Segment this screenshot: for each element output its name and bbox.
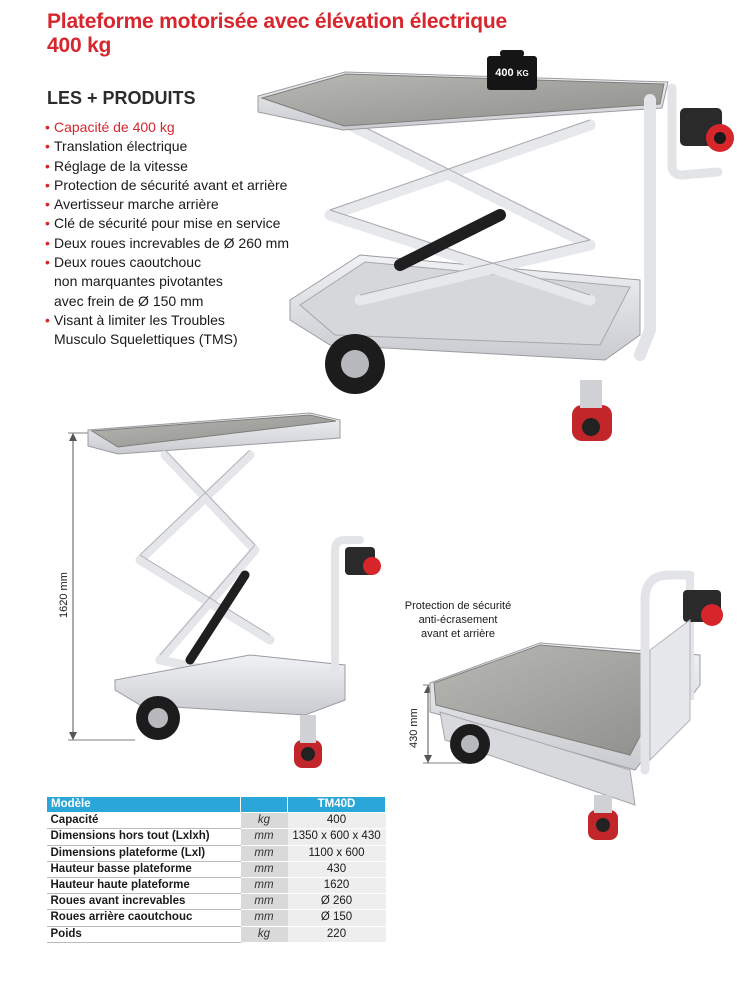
feature-item: •Translation électrique xyxy=(45,137,289,156)
row-unit: mm xyxy=(240,909,288,927)
height-low-label: 430 mm xyxy=(408,708,420,748)
weight-value: 400 xyxy=(495,67,514,79)
features-list: •Capacité de 400 kg•Translation électriq… xyxy=(45,118,289,350)
row-label: Roues avant increvables xyxy=(46,893,241,911)
row-value: 1350 x 600 x 430 xyxy=(287,828,386,846)
bullet-icon: • xyxy=(45,119,50,135)
row-unit: mm xyxy=(240,828,288,846)
feature-item: •Réglage de la vitesse xyxy=(45,157,289,176)
row-label: Hauteur haute plateforme xyxy=(46,877,241,895)
row-unit: mm xyxy=(240,861,288,879)
row-value: 400 xyxy=(287,812,386,830)
row-label: Capacité xyxy=(46,812,241,830)
annotation-line-3: avant et arrière xyxy=(421,628,495,640)
row-label: Dimensions plateforme (Lxl) xyxy=(46,845,241,862)
feature-item: •Avertisseur marche arrière xyxy=(45,195,289,214)
feature-text: non marquantes pivotantes xyxy=(54,273,223,290)
row-label: Roues arrière caoutchouc xyxy=(46,909,241,927)
row-unit: kg xyxy=(240,812,288,830)
row-unit: kg xyxy=(240,926,288,943)
bullet-icon: • xyxy=(45,157,50,174)
page-title: Plateforme motorisée avec élévation élec… xyxy=(47,10,507,58)
feature-text: Translation électrique xyxy=(54,138,188,155)
raised-platform-image xyxy=(68,412,381,768)
feature-text: Visant à limiter les Troubles xyxy=(54,311,225,328)
row-value: Ø 260 xyxy=(287,893,386,911)
feature-text: Musculo Squelettiques (TMS) xyxy=(54,331,238,348)
annotation-line-2: anti-écrasement xyxy=(418,614,498,626)
bullet-icon: • xyxy=(45,311,50,328)
row-unit: mm xyxy=(240,877,288,895)
main-product-image xyxy=(257,50,734,441)
header-model-value: TM40D xyxy=(287,795,386,814)
height-high-label: 1620 mm xyxy=(58,572,70,618)
title-line-2: 400 kg xyxy=(47,34,112,57)
title-line-1: Plateforme motorisée avec élévation élec… xyxy=(47,10,507,33)
feature-item: •Deux roues increvables de Ø 260 mm xyxy=(45,234,289,253)
row-value: 430 xyxy=(287,861,386,879)
spec-table-header: Modèle TM40D xyxy=(46,795,386,814)
bullet-icon: • xyxy=(45,196,50,213)
row-unit: mm xyxy=(240,845,288,862)
annotation-line-1: Protection de sécurité xyxy=(404,600,512,612)
row-label: Hauteur basse plateforme xyxy=(46,861,241,879)
weight-unit: KG xyxy=(516,69,529,78)
lowered-platform-image xyxy=(423,570,723,840)
weight-icon xyxy=(487,56,537,90)
row-value: 220 xyxy=(287,926,386,943)
bullet-icon: • xyxy=(45,215,50,232)
feature-item: •Deux roues caoutchouc non marquantes piv… xyxy=(45,253,289,311)
feature-item: •Protection de sécurité avant et arrière xyxy=(45,176,289,195)
feature-text: Clé de sécurité pour mise en service xyxy=(54,215,281,232)
feature-text: Deux roues caoutchouc xyxy=(54,254,202,271)
feature-item: •Capacité de 400 kg xyxy=(45,118,289,137)
header-model-label: Modèle xyxy=(46,795,241,814)
bullet-icon: • xyxy=(45,254,50,271)
bullet-icon: • xyxy=(45,234,50,251)
row-value: 1100 x 600 xyxy=(287,845,386,862)
feature-text: avec frein de Ø 150 mm xyxy=(54,292,204,309)
feature-text: Deux roues increvables de Ø 260 mm xyxy=(54,234,289,251)
feature-text: Avertisseur marche arrière xyxy=(54,196,219,213)
feature-item: •Clé de sécurité pour mise en service xyxy=(45,214,289,233)
header-unit xyxy=(240,795,288,814)
row-label: Poids xyxy=(46,926,241,943)
feature-text: Réglage de la vitesse xyxy=(54,157,188,174)
row-value: Ø 150 xyxy=(287,909,386,927)
feature-text: Capacité de 400 kg xyxy=(54,119,175,135)
row-label: Dimensions hors tout (Lxlxh) xyxy=(46,828,241,846)
bullet-icon: • xyxy=(45,176,50,193)
features-heading: LES + PRODUITS xyxy=(47,88,196,108)
weight-badge: 400 KG xyxy=(487,66,537,81)
safety-annotation: Protection de sécurité anti-écrasement a… xyxy=(383,599,533,641)
feature-text: Protection de sécurité avant et arrière xyxy=(54,176,288,193)
row-unit: mm xyxy=(240,893,288,911)
row-value: 1620 xyxy=(287,877,386,895)
bullet-icon: • xyxy=(45,138,50,155)
